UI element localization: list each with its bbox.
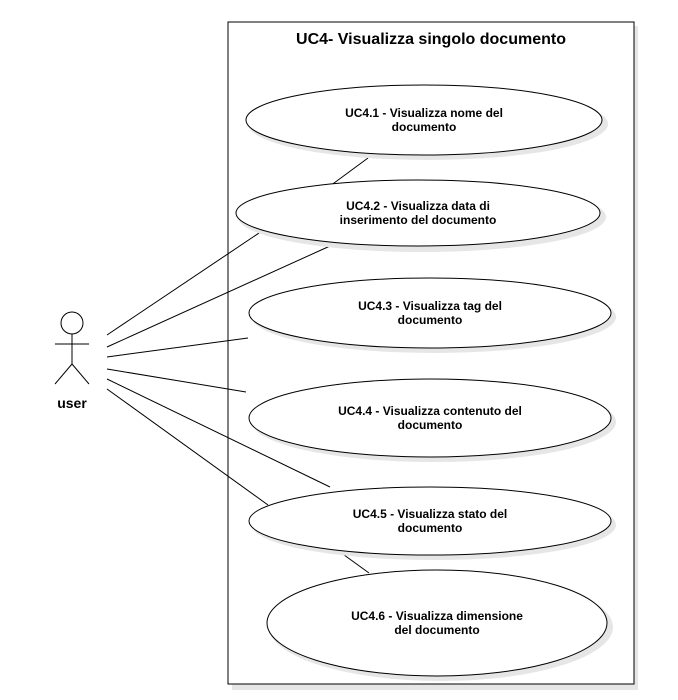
usecase-uc4-2[interactable] — [235, 179, 601, 247]
link-uc4-1-uc4-2 — [329, 157, 369, 187]
usecase-label-uc4-1: UC4.1 - Visualizza nome del documento — [345, 106, 503, 134]
usecase-label-uc4-4: UC4.4 - Visualizza contenuto del documen… — [338, 404, 522, 432]
association-uc4-4 — [106, 368, 247, 393]
usecase-label-uc4-5: UC4.5 - Visualizza stato del documento — [352, 507, 508, 535]
association-uc4-3 — [106, 337, 249, 358]
actor-head — [60, 311, 84, 335]
association-uc4-2b — [106, 245, 331, 348]
usecase-label-uc4-2: UC4.2 - Visualizza data di inserimento d… — [339, 199, 497, 227]
usecase-label-uc4-3: UC4.3 - Visualizza tag del documento — [358, 299, 502, 327]
association-uc4-2 — [106, 228, 266, 336]
usecase-uc4-4[interactable] — [248, 378, 612, 458]
usecase-uc4-3[interactable] — [248, 277, 612, 349]
actor-label: user — [57, 395, 87, 411]
usecase-uc4-5[interactable] — [248, 486, 612, 556]
system-title: UC4- Visualizza singolo documento — [296, 31, 566, 48]
actor-user-icon[interactable] — [54, 311, 90, 385]
association-uc4-5b — [106, 388, 269, 506]
actor-right-leg — [71, 363, 90, 385]
usecase-label-uc4-6: UC4.6 - Visualizza dimensione del docume… — [351, 609, 523, 637]
usecase-uc4-6[interactable] — [266, 569, 608, 677]
usecase-uc4-1[interactable] — [245, 84, 603, 156]
association-uc4-5 — [106, 378, 331, 488]
actor-left-leg — [54, 363, 73, 385]
